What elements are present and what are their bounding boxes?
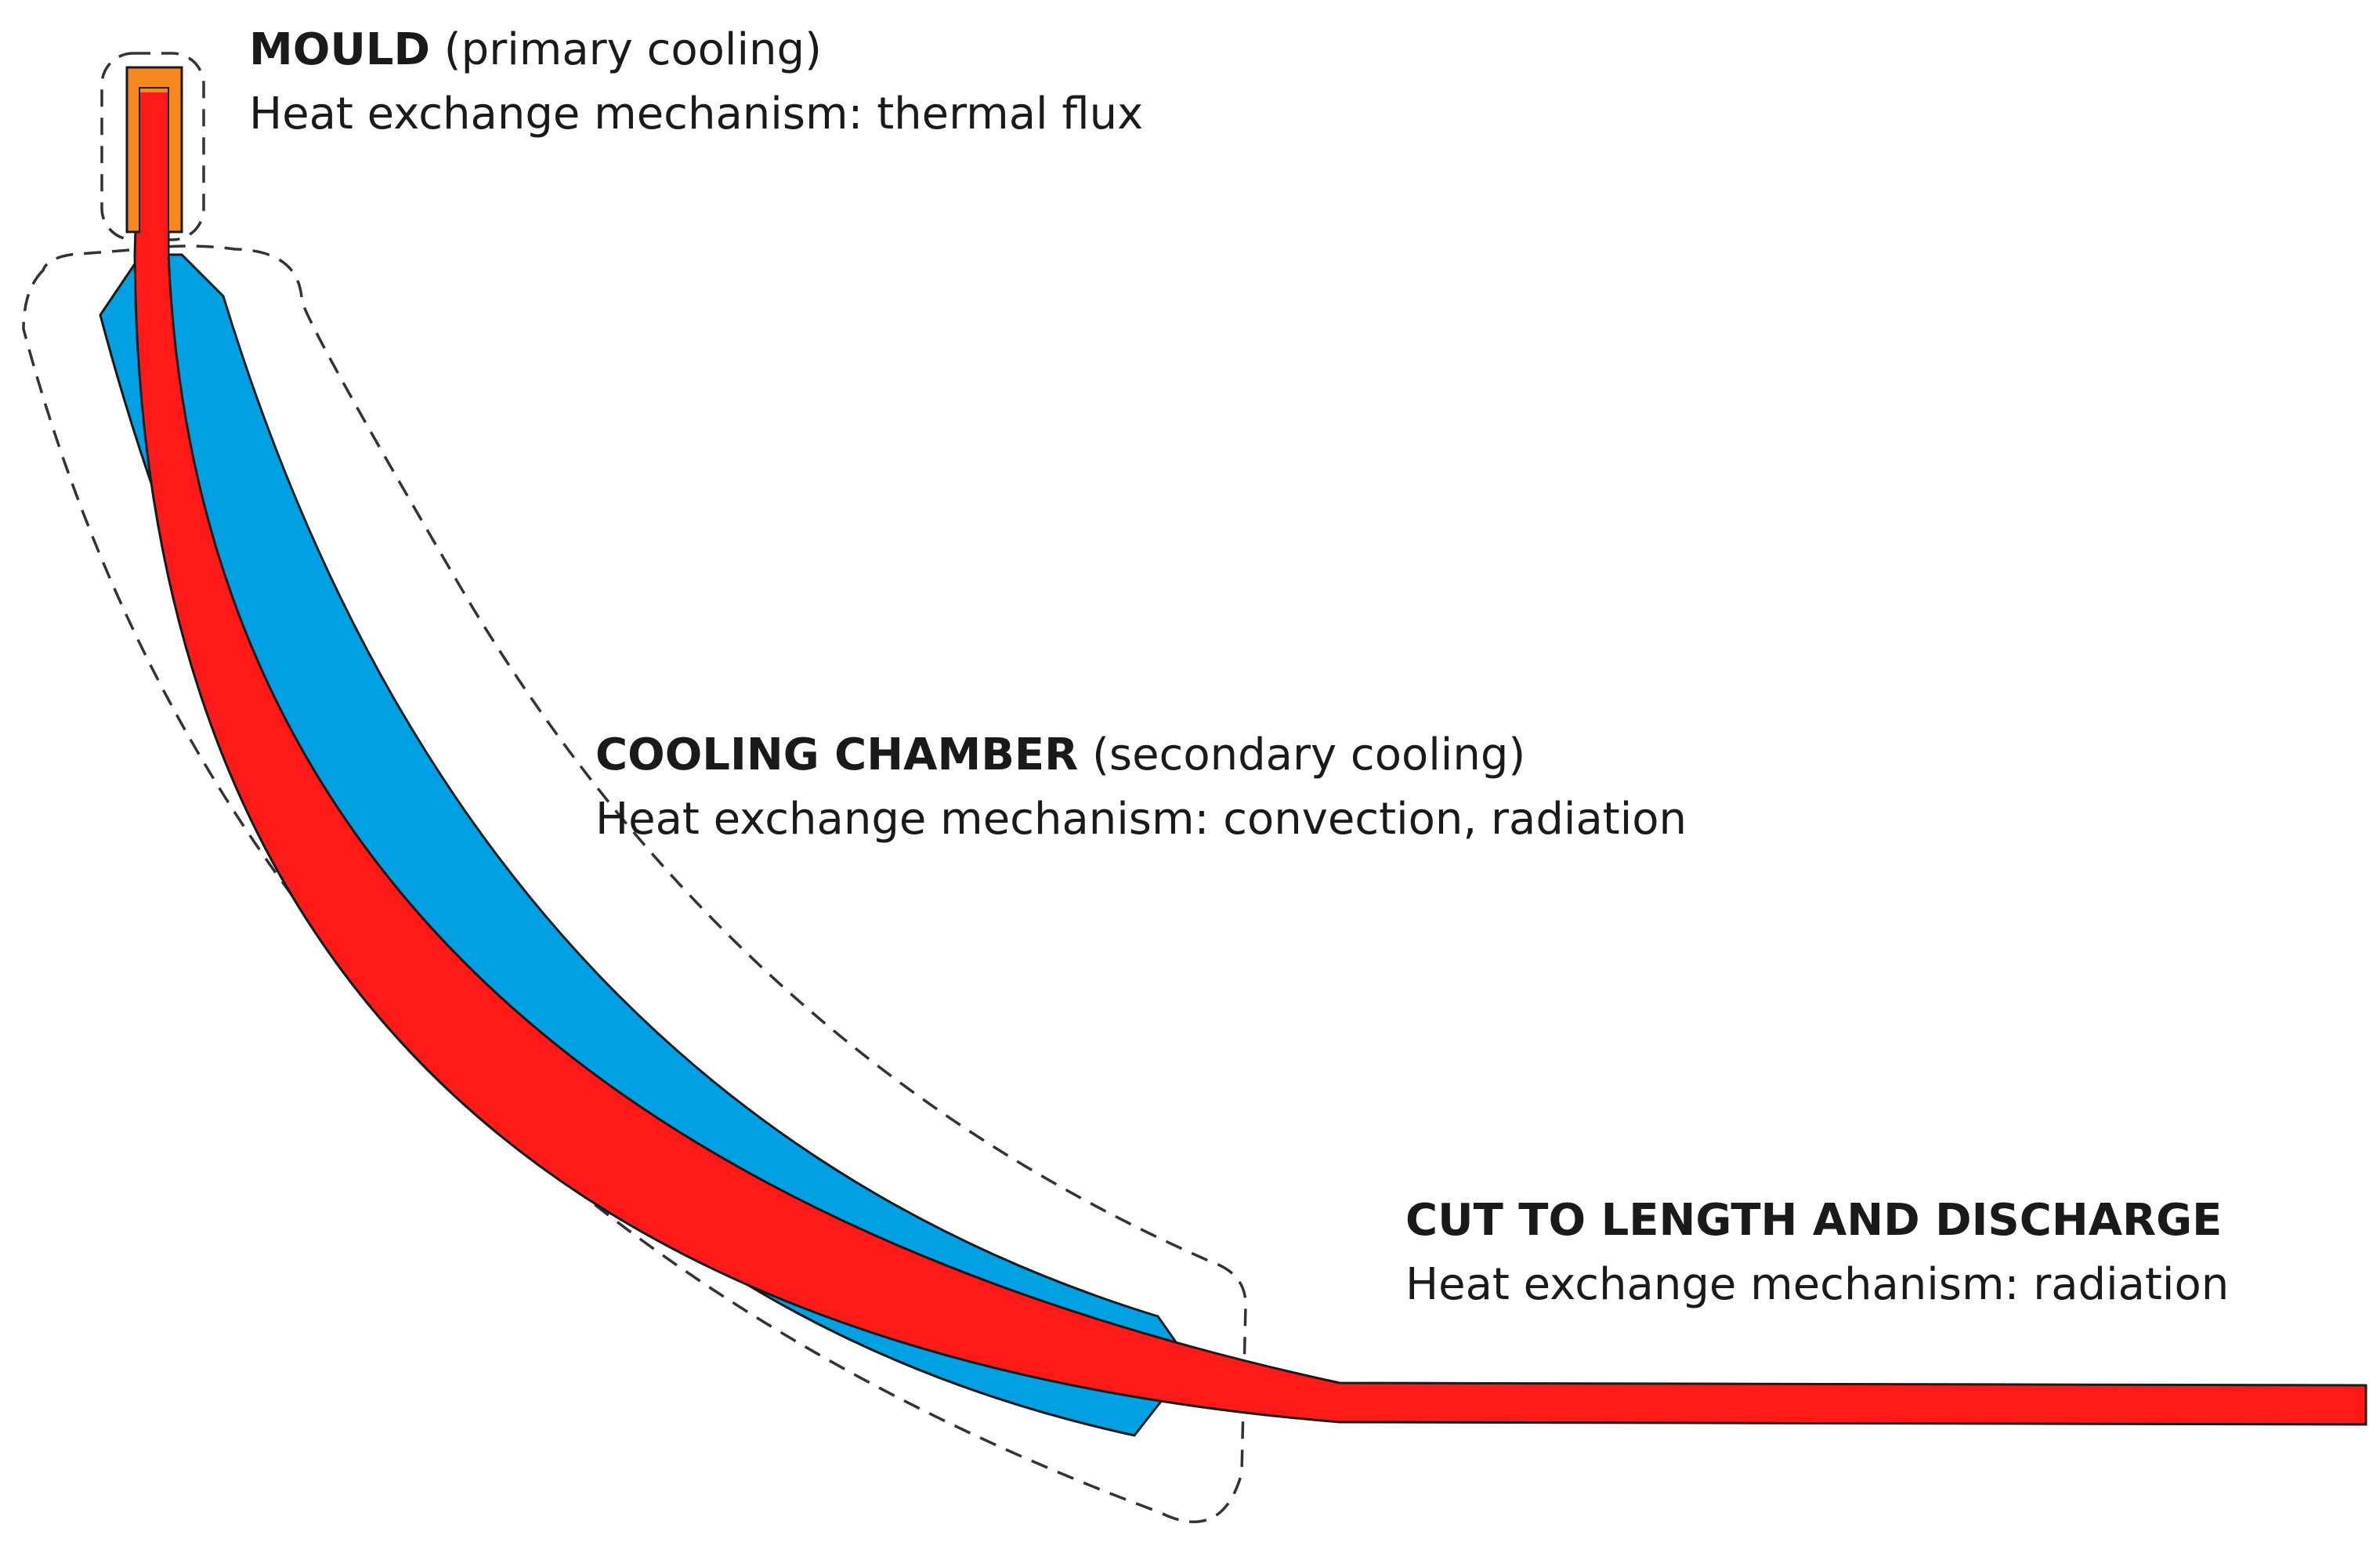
strand-inner-edge [145,258,1340,1403]
cut-discharge-label: CUT TO LENGTH AND DISCHARGE Heat exchang… [1405,1199,2229,1307]
mould-strand [140,92,168,257]
mould-title: MOULD [249,24,430,75]
chamber-title-line: COOLING CHAMBER (secondary cooling) [595,733,1687,777]
chamber-mechanism: Heat exchange mechanism: convection, rad… [595,794,1687,845]
chamber-title: COOLING CHAMBER [595,729,1079,780]
mould-label: MOULD (primary cooling) Heat exchange me… [249,28,1143,136]
mould-boundary [100,52,205,241]
mould [125,66,183,257]
mould-mechanism: Heat exchange mechanism: thermal flux [249,89,1144,139]
cut-mechanism: Heat exchange mechanism: radiation [1405,1259,2230,1310]
chamber-subtitle: (secondary cooling) [1092,729,1526,780]
cooling-chamber-label: COOLING CHAMBER (secondary cooling) Heat… [595,733,1687,842]
mould-title-line: MOULD (primary cooling) [249,28,1143,72]
cut-title-line: CUT TO LENGTH AND DISCHARGE [1405,1199,2229,1243]
mould-subtitle: (primary cooling) [443,24,822,75]
cut-title: CUT TO LENGTH AND DISCHARGE [1405,1195,2223,1246]
steel-strand [133,91,2367,1426]
